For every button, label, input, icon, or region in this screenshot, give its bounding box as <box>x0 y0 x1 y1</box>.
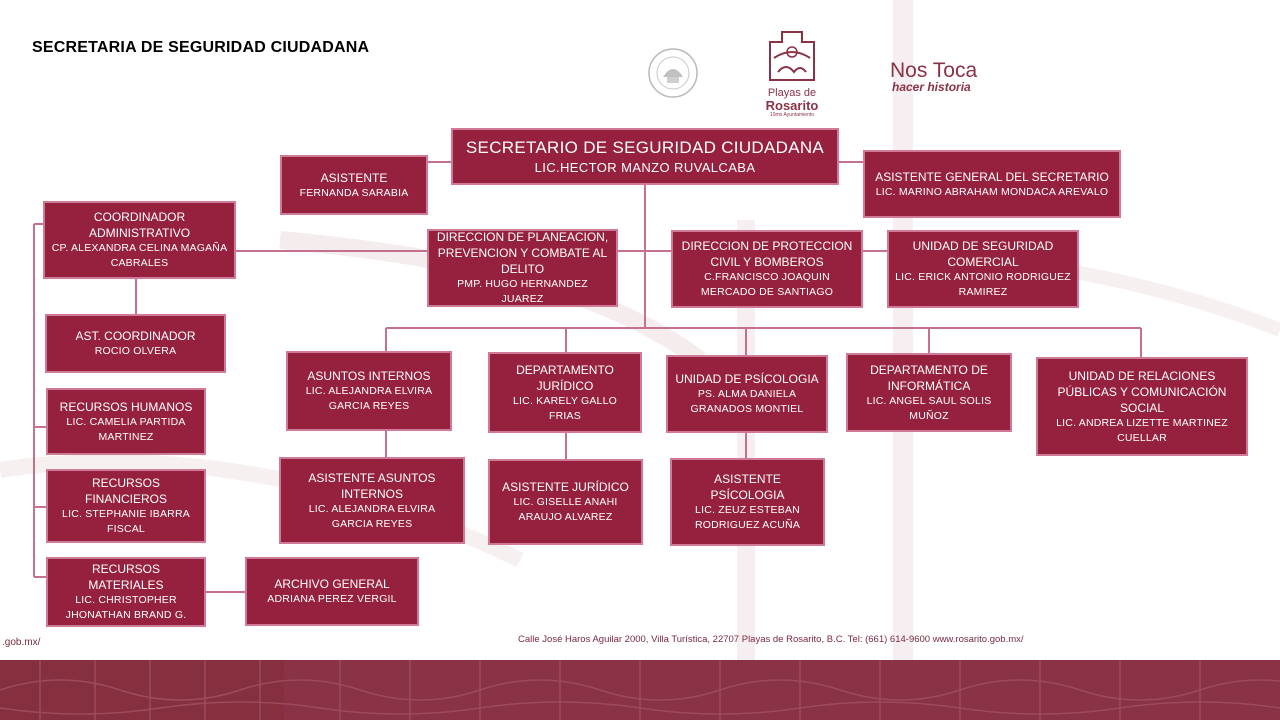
footer-band <box>0 660 1280 720</box>
box-title: ASISTENTE <box>320 170 388 185</box>
box-title: DIRECCION DE PROTECCION CIVIL Y BOMBEROS <box>681 239 853 269</box>
box-title: ASISTENTE PSÍCOLOGIA <box>710 472 785 502</box>
box-title: RECURSOS MATERIALES <box>88 562 164 592</box>
org-box-proteccion-civil: DIRECCION DE PROTECCION CIVIL Y BOMBEROS… <box>671 230 863 308</box>
org-box-recursos-financieros: RECURSOS FINANCIEROS LIC. STEPHANIE IBAR… <box>46 469 206 543</box>
org-box-psicologia: UNIDAD DE PSÍCOLOGIA PS. ALMA DANIELA GR… <box>666 355 828 433</box>
slogan-line1: Nos Toca <box>890 59 978 82</box>
box-title: DIRECCION DE PLANEACION, PREVENCION Y CO… <box>436 230 609 276</box>
page-title: SECRETARIA DE SEGURIDAD CIUDADANA <box>32 39 370 56</box>
box-name: CP. ALEXANDRA CELINA MAGAÑA CABRALES <box>51 242 228 269</box>
box-title: DEPARTAMENTO JURÍDICO <box>516 362 614 393</box>
footer-website-link[interactable]: .gob.mx/ <box>2 637 41 648</box>
box-name: LIC. KARELY GALLO FRIAS <box>513 394 617 422</box>
org-box-asistente-asuntos: ASISTENTE ASUNTOS INTERNOS LIC. ALEJANDR… <box>279 457 465 544</box>
org-box-asistente-general: ASISTENTE GENERAL DEL SECRETARIO LIC. MA… <box>863 150 1121 218</box>
footer-pattern <box>0 660 1280 720</box>
box-title: DEPARTAMENTO DE INFORMÁTICA <box>870 362 988 393</box>
org-box-asistente-psicologia: ASISTENTE PSÍCOLOGIA LIC. ZEUZ ESTEBAN R… <box>670 458 825 546</box>
box-name: LIC. MARINO ABRAHAM MONDACA AREVALO <box>875 185 1109 198</box>
box-title: RECURSOS HUMANOS <box>59 399 193 414</box>
org-box-seguridad-comercial: UNIDAD DE SEGURIDAD COMERCIAL LIC. ERICK… <box>887 230 1079 308</box>
box-name: LIC. GISELLE ANAHI ARAUJO ALVAREZ <box>513 496 618 523</box>
playas-line1: Playas de <box>767 87 817 99</box>
box-title: SECRETARIO DE SEGURIDAD CIUDADANA <box>465 138 825 157</box>
box-name: LIC. CAMELIA PARTIDA MARTINEZ <box>66 415 186 443</box>
box-name: FERNANDA SARABIA <box>299 186 409 199</box>
box-name: LIC. ZEUZ ESTEBAN RODRIGUEZ ACUÑA <box>694 504 801 531</box>
box-name: LIC.HECTOR MANZO RUVALCABA <box>534 160 756 175</box>
box-name: ADRIANA PEREZ VERGIL <box>267 593 397 605</box>
rosarito-emblem-icon <box>769 31 815 81</box>
box-title: UNIDAD DE SEGURIDAD COMERCIAL <box>912 239 1054 269</box>
org-box-planeacion: DIRECCION DE PLANEACION, PREVENCION Y CO… <box>427 229 618 307</box>
org-box-archivo-general: ARCHIVO GENERAL ADRIANA PEREZ VERGIL <box>245 557 419 626</box>
org-box-asistente: ASISTENTE FERNANDA SARABIA <box>280 155 428 215</box>
box-title: COORDINADOR ADMINISTRATIVO <box>88 210 191 240</box>
box-title: UNIDAD DE PSÍCOLOGIA <box>675 372 819 386</box>
municipal-seal-logo <box>648 48 698 98</box>
box-title: ASISTENTE JURÍDICO <box>502 480 629 494</box>
box-name: LIC. ANGEL SAUL SOLIS MUÑOZ <box>866 394 992 422</box>
box-title: AST. COORDINADOR <box>75 329 196 343</box>
box-title: ARCHIVO GENERAL <box>274 577 390 591</box>
slogan-line2: hacer historia <box>892 80 971 94</box>
box-name: LIC. ALEJANDRA ELVIRA GARCIA REYES <box>305 385 433 412</box>
org-box-informatica: DEPARTAMENTO DE INFORMÁTICA LIC. ANGEL S… <box>846 353 1012 432</box>
org-box-juridico: DEPARTAMENTO JURÍDICO LIC. KARELY GALLO … <box>488 352 642 433</box>
org-box-recursos-materiales: RECURSOS MATERIALES LIC. CHRISTOPHER JHO… <box>46 557 206 627</box>
footer-address: Calle José Haros Aguilar 2000, Villa Tur… <box>518 634 1024 645</box>
org-box-ast-coordinador: AST. COORDINADOR ROCIO OLVERA <box>45 314 226 373</box>
box-name: C.FRANCISCO JOAQUIN MERCADO DE SANTIAGO <box>700 271 834 298</box>
box-name: LIC. ERICK ANTONIO RODRIGUEZ RAMIREZ <box>895 271 1071 298</box>
box-name: LIC. STEPHANIE IBARRA FISCAL <box>62 508 190 535</box>
box-title: ASISTENTE ASUNTOS INTERNOS <box>308 470 436 501</box>
box-title: ASUNTOS INTERNOS <box>307 369 431 383</box>
box-title: RECURSOS FINANCIEROS <box>84 476 167 506</box>
nos-toca-logo: Nos Toca hacer historia <box>890 60 977 94</box>
box-name: PMP. HUGO HERNANDEZ JUAREZ <box>457 278 588 305</box>
org-box-recursos-humanos: RECURSOS HUMANOS LIC. CAMELIA PARTIDA MA… <box>46 388 206 455</box>
box-name: LIC. ALEJANDRA ELVIRA GARCIA REYES <box>308 502 436 530</box>
playas-line3: 10mo Ayuntamiento <box>769 112 815 118</box>
org-box-asistente-juridico: ASISTENTE JURÍDICO LIC. GISELLE ANAHI AR… <box>488 459 643 545</box>
org-box-asuntos-internos: ASUNTOS INTERNOS LIC. ALEJANDRA ELVIRA G… <box>286 351 452 431</box>
box-title: UNIDAD DE RELACIONES PÚBLICAS Y COMUNICA… <box>1057 368 1227 415</box>
box-title: ASISTENTE GENERAL DEL SECRETARIO <box>875 169 1109 184</box>
org-box-secretario: SECRETARIO DE SEGURIDAD CIUDADANA LIC.HE… <box>451 128 839 185</box>
org-box-relaciones-publicas: UNIDAD DE RELACIONES PÚBLICAS Y COMUNICA… <box>1036 357 1248 456</box>
box-name: ROCIO OLVERA <box>94 345 177 357</box>
box-name: LIC. ANDREA LIZETTE MARTINEZ CUELLAR <box>1056 416 1228 444</box>
box-name: LIC. CHRISTOPHER JHONATHAN BRAND G. <box>65 594 187 621</box>
box-name: PS. ALMA DANIELA GRANADOS MONTIEL <box>690 388 804 415</box>
playas-line2: Rosarito <box>765 98 819 113</box>
org-box-coordinador: COORDINADOR ADMINISTRATIVO CP. ALEXANDRA… <box>43 201 236 279</box>
playas-de-rosarito-logo: Playas de Rosarito 10mo Ayuntamiento <box>760 28 824 118</box>
